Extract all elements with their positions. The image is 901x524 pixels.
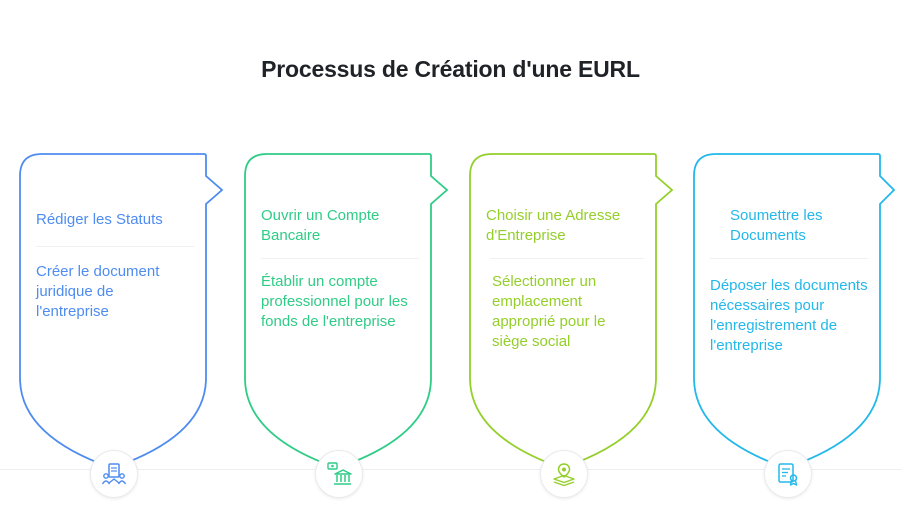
step-card-4: Soumettre les Documents Déposer les docu…: [692, 150, 901, 498]
step-3-separator: [490, 258, 644, 259]
step-2-heading: Ouvrir un Compte Bancaire: [261, 207, 380, 244]
step-4-description: Déposer les documents nécessaires pour l…: [710, 277, 868, 354]
step-2-description: Établir un compte professionnel pour les…: [261, 273, 408, 330]
step-4-separator: [710, 258, 868, 259]
step-3-heading: Choisir une Adresse d'Entreprise: [486, 207, 621, 244]
baseline-divider: [0, 469, 901, 470]
step-1-description: Créer le document juridique de l'entrepr…: [36, 263, 160, 320]
step-3-description: Sélectionner un emplacement approprié po…: [492, 273, 606, 350]
certificate-document-icon: [778, 463, 798, 486]
diagram-title: Processus de Création d'une EURL: [261, 56, 640, 82]
team-document-icon: [101, 463, 127, 485]
step-1-icon-badge: [90, 450, 138, 498]
step-card-3: Choisir une Adresse d'Entreprise Sélecti…: [468, 150, 683, 498]
step-2-icon-badge: [315, 450, 363, 498]
step-4-heading: Soumettre les Documents: [730, 207, 823, 244]
step-2-separator: [261, 258, 419, 259]
step-4-icon-badge: [764, 450, 812, 498]
step-card-1: Rédiger les Statuts Créer le document ju…: [18, 150, 233, 498]
location-pin-icon: [553, 463, 575, 487]
step-3-icon-badge: [540, 450, 588, 498]
step-1-heading: Rédiger les Statuts: [36, 211, 163, 228]
step-card-2: Ouvrir un Compte Bancaire Établir un com…: [243, 150, 458, 498]
bank-icon: [327, 462, 352, 485]
step-1-separator: [36, 246, 194, 247]
step-card-1-outline: [19, 153, 224, 469]
